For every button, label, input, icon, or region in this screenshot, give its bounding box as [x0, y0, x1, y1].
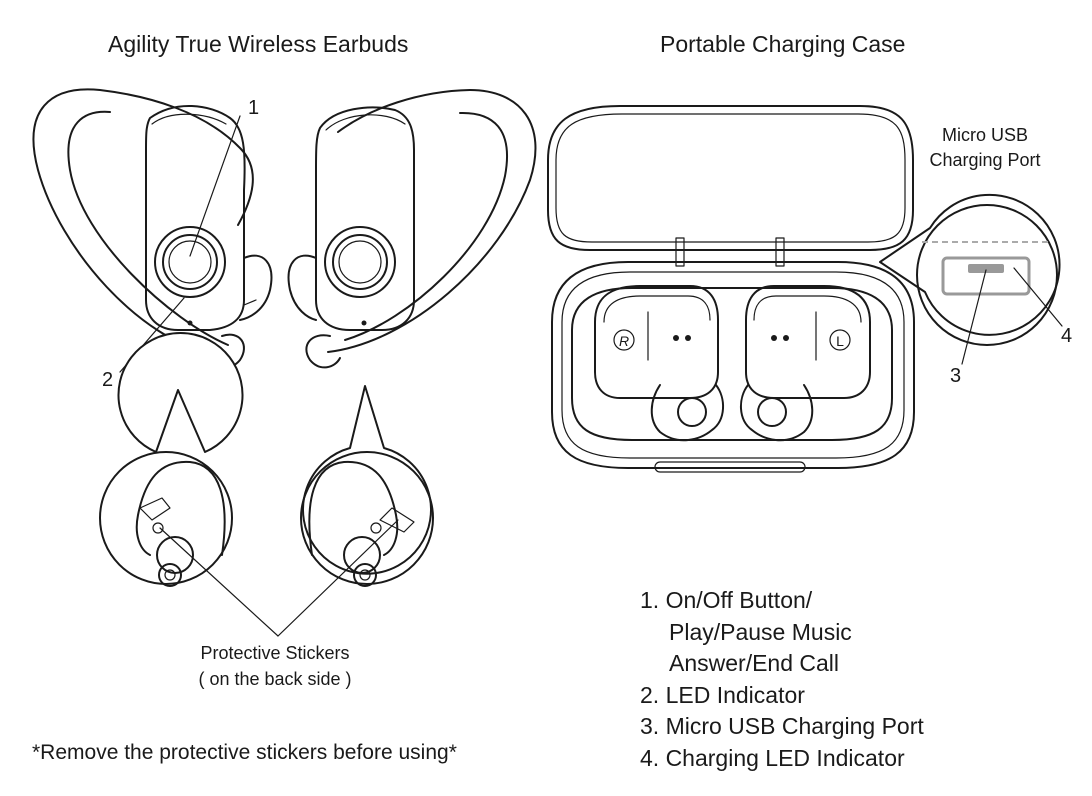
callout-3-line — [961, 269, 987, 365]
case-lid — [547, 105, 914, 251]
case-title: Portable Charging Case — [660, 31, 906, 57]
right-sticker-zoom — [300, 385, 434, 587]
callout-3: 3 — [950, 365, 962, 387]
callout-4-line — [1013, 267, 1063, 327]
legend-item-4: 4. Charging LED Indicator — [640, 744, 905, 771]
legend-item-1: 1. On/Off Button/ — [640, 587, 813, 613]
right-earbud-body — [315, 106, 415, 331]
port-label-line2: Charging Port — [929, 150, 1041, 170]
left-sticker-zoom — [99, 332, 244, 587]
callout-1: 1 — [248, 97, 260, 119]
callout-2: 2 — [102, 369, 114, 391]
port-label-line1: Micro USB — [941, 125, 1028, 145]
micro-usb-port — [968, 264, 1004, 273]
sticker-pointer-right — [277, 519, 399, 637]
stickers-note: Protective Stickers ( on the back side ) — [180, 640, 370, 692]
left-earbud — [32, 88, 273, 373]
callout-1-line — [189, 115, 241, 257]
left-earbud-tip — [239, 254, 273, 321]
legend-item-3: 3. Micro USB Charging Port — [640, 713, 924, 739]
callout-4: 4 — [1061, 325, 1073, 347]
case-mark-r: R — [619, 333, 629, 349]
left-earbud-hook — [32, 88, 254, 356]
remove-stickers-warning: *Remove the protective stickers before u… — [32, 741, 457, 764]
usb-port-zoom — [879, 193, 1063, 365]
right-earbud-hook — [327, 89, 537, 353]
legend-item-1-line2: Play/Pause Music — [669, 618, 852, 645]
sticker-pointer-left — [159, 527, 279, 637]
stickers-note-line1: Protective Stickers — [200, 643, 350, 663]
case-mark-l: L — [836, 333, 844, 349]
right-earbud-tip — [287, 254, 317, 321]
stickers-note-line2: ( on the back side ) — [198, 669, 352, 689]
left-earbud-body — [145, 105, 246, 331]
earbuds-title: Agility True Wireless Earbuds — [108, 31, 409, 57]
right-earbud — [287, 89, 537, 369]
parts-legend: 1. On/Off Button/ Play/Pause Music Answe… — [640, 585, 924, 774]
legend-item-2: 2. LED Indicator — [640, 681, 805, 708]
charging-case: R L — [547, 105, 915, 473]
case-base — [551, 261, 915, 469]
legend-item-1-line3: Answer/End Call — [669, 650, 840, 676]
